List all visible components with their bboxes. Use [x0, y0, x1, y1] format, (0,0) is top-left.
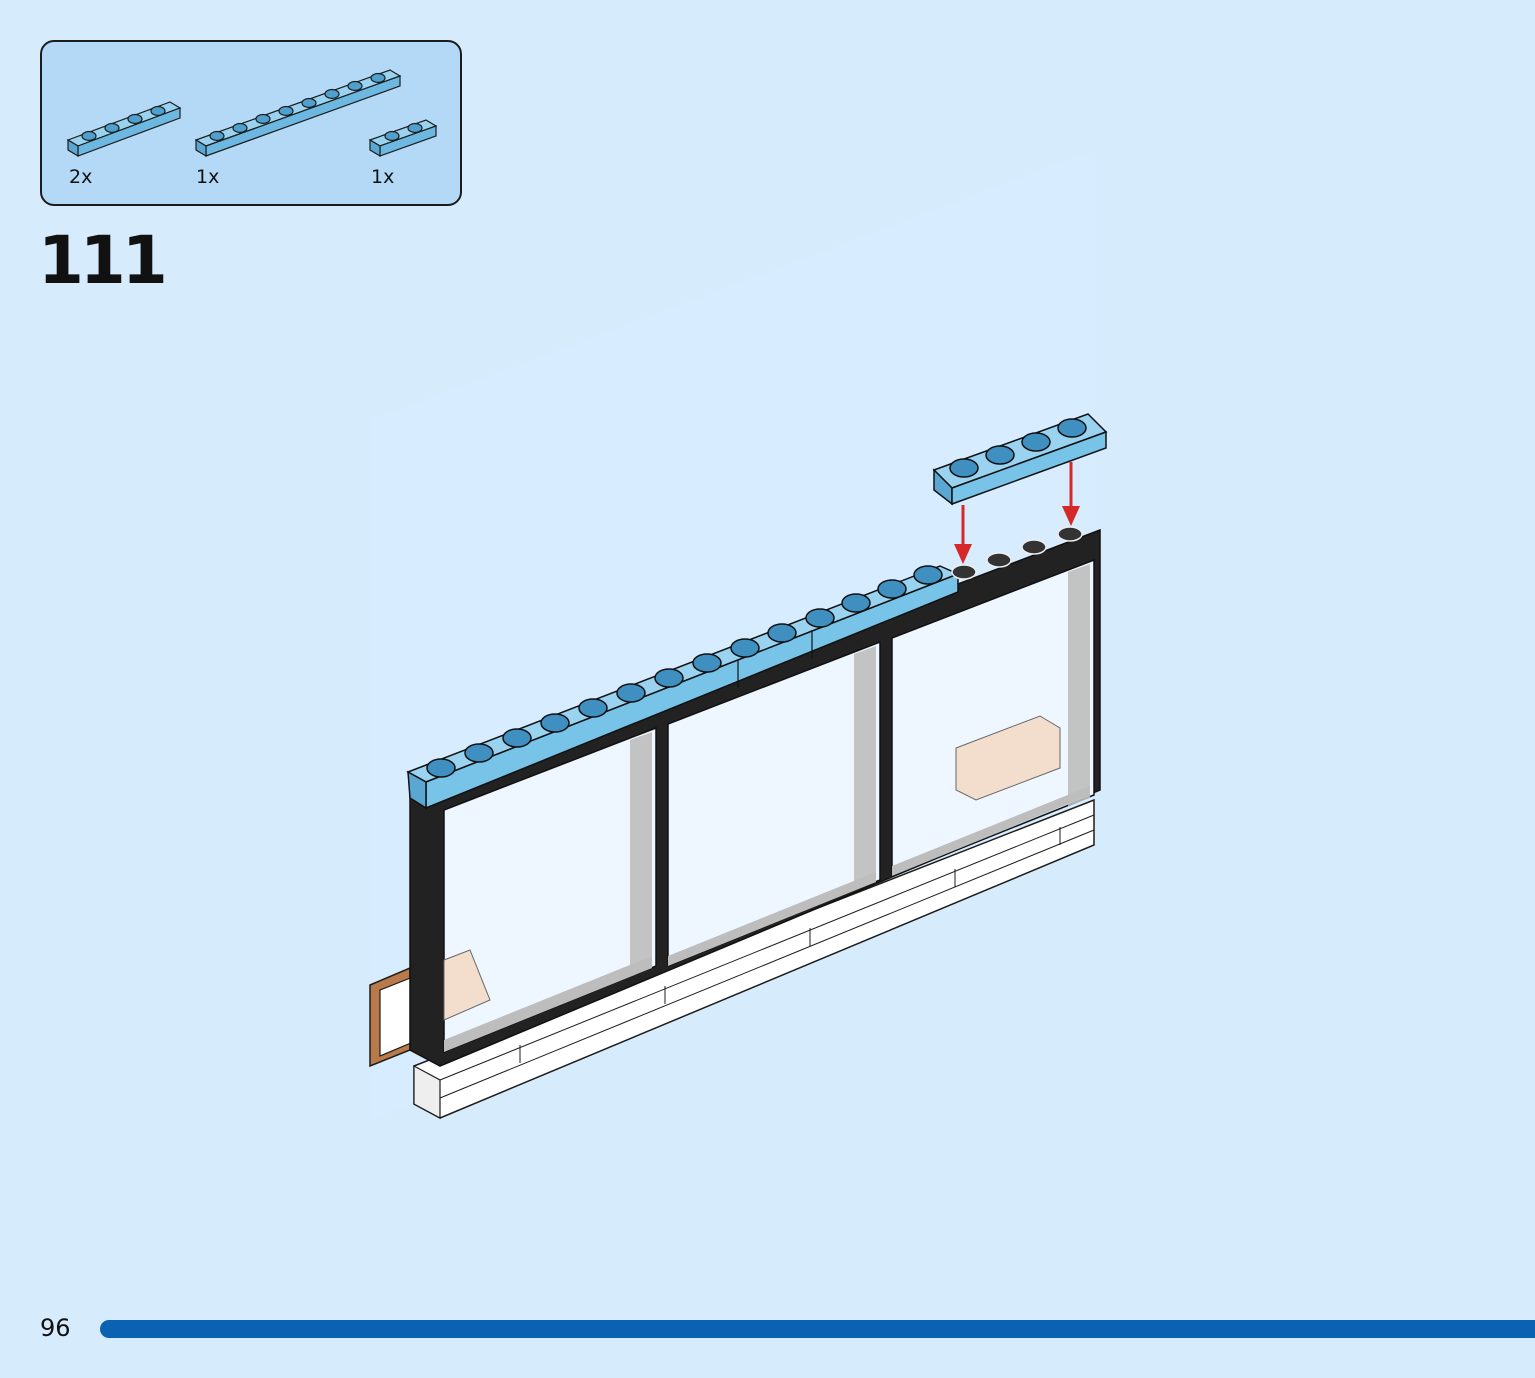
page-number: 96: [40, 1314, 71, 1342]
new-plate-1x4: [932, 413, 1108, 506]
parts-list-box: 2x 1x 1x: [40, 40, 462, 206]
parts-illustration: [66, 69, 438, 158]
part-quantity: 1x: [371, 166, 395, 188]
plate-1x2-light-blue-icon: [368, 119, 438, 158]
plate-studs: [426, 565, 943, 778]
part-quantity: 1x: [196, 166, 220, 188]
plate-1x8-light-blue-icon: [194, 69, 402, 158]
part-quantity: 2x: [69, 166, 93, 188]
window-frame: [409, 528, 1101, 1067]
placement-arrows: [954, 462, 1080, 564]
progress-bar: [100, 1320, 1535, 1338]
plate-1x4-light-blue-icon: [66, 101, 182, 158]
step-number: 111: [38, 222, 168, 299]
exposed-studs: [951, 526, 1083, 580]
bench-piece: [369, 966, 419, 1068]
top-plate-row: [406, 565, 960, 810]
base-bricks: [413, 798, 1095, 1120]
